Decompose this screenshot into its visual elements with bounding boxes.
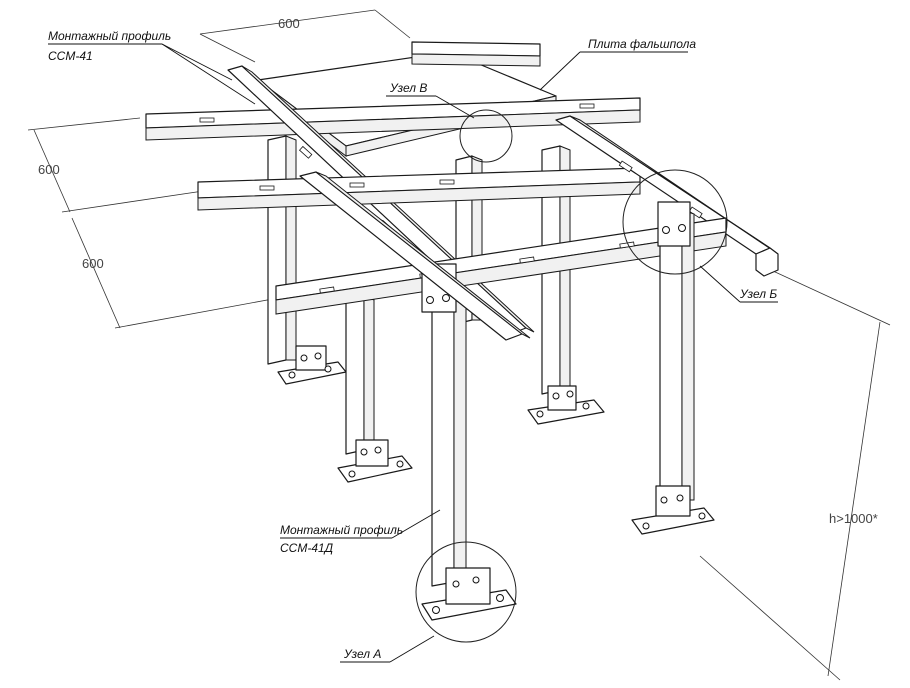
dimension-left-depth-label: 600 (38, 162, 60, 177)
rail-middle (197, 167, 641, 211)
dimension-left-depth: 600 (27, 117, 211, 213)
dimension-height-label: h>1000* (829, 511, 878, 526)
detail-circle-node-b (622, 169, 728, 275)
callout-node-b-label: Узел Б (739, 287, 777, 301)
rail-front-left-cross (299, 171, 531, 341)
callout-rail-profile: Монтажный профиль CCM-41 (48, 29, 256, 105)
rail-back-right-short (411, 41, 541, 67)
rail-back (145, 97, 641, 141)
detail-circle-node-a (415, 541, 517, 643)
post-front-right (631, 201, 715, 535)
callout-rail-profile-line2: CCM-41 (48, 49, 93, 63)
dimension-top-width-label: 600 (278, 16, 300, 31)
callout-post-profile-line1: Монтажный профиль (280, 523, 403, 537)
dimension-height: h>1000* (699, 264, 891, 681)
callout-post-profile-line2: CCM-41Д (280, 541, 334, 555)
callout-floor-tile-label: Плита фальшпола (588, 37, 696, 51)
callout-node-b: Узел Б (699, 265, 778, 303)
post-middle-left (337, 295, 413, 483)
callout-node-v: Узел В (386, 81, 475, 119)
dimension-left-lower: 600 (71, 217, 279, 329)
callout-node-a: Узел А (340, 635, 435, 663)
callout-floor-tile: Плита фальшпола (539, 37, 696, 91)
dimension-left-lower-label: 600 (82, 256, 104, 271)
post-back-left (267, 135, 347, 385)
callout-node-v-label: Узел В (389, 81, 427, 95)
callout-post-profile: Монтажный профиль CCM-41Д (280, 509, 441, 555)
detail-circle-node-v (459, 109, 513, 163)
dimension-top-width: 600 (199, 9, 411, 63)
callout-rail-profile-line1: Монтажный профиль (48, 29, 171, 43)
callout-node-a-label: Узел А (343, 647, 381, 661)
